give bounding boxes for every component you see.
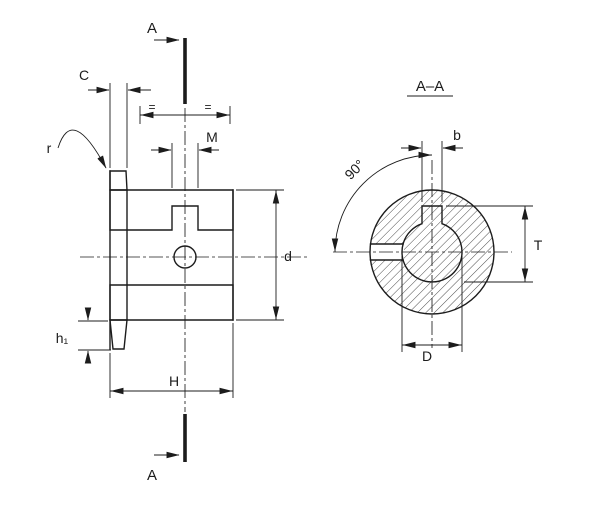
top-tooth-section [109,170,128,191]
hub-upper-section [109,189,234,231]
leader-line [57,129,107,169]
section-label-bottom: A [147,467,157,484]
dim-b-label: b [453,127,461,143]
equal-mark-left: = [148,100,155,114]
section-label-top: A [147,20,157,37]
dim-b: b [401,127,463,202]
left-view-sprocket-section: A A C = = M [47,20,308,484]
section-title-label: A–A [416,78,444,95]
dim-m: M [151,129,219,188]
angle-label: 90° [341,156,367,182]
dim-d-label: d [284,248,292,264]
dim-h1-label: h₁ [56,330,69,346]
angle-arc [334,154,433,253]
dim-d: d [236,189,292,321]
right-view-section-aa: A–A b 90° T [331,78,543,364]
hub-lower-section [109,284,234,321]
dim-h1: h₁ [56,307,111,364]
dim-t-label: T [534,237,543,253]
bottom-tooth-section [109,319,128,350]
leader-r: r [47,129,107,169]
dim-h: H [109,323,234,398]
equal-mark-right: = [204,100,211,114]
dim-m-label: M [206,129,218,145]
dim-equal-centering: = = [139,100,231,124]
bore-and-keyway [401,205,463,283]
dim-c-label: C [79,67,89,83]
section-title: A–A [407,78,453,97]
radius-label: r [47,140,52,156]
dim-c: C [79,67,151,168]
dim-t: T [446,205,543,283]
dim-h-label: H [169,373,179,389]
section-line-a: A A [147,20,187,484]
dim-bore-label: D [422,348,432,364]
dim-bore-d: D [401,256,463,364]
